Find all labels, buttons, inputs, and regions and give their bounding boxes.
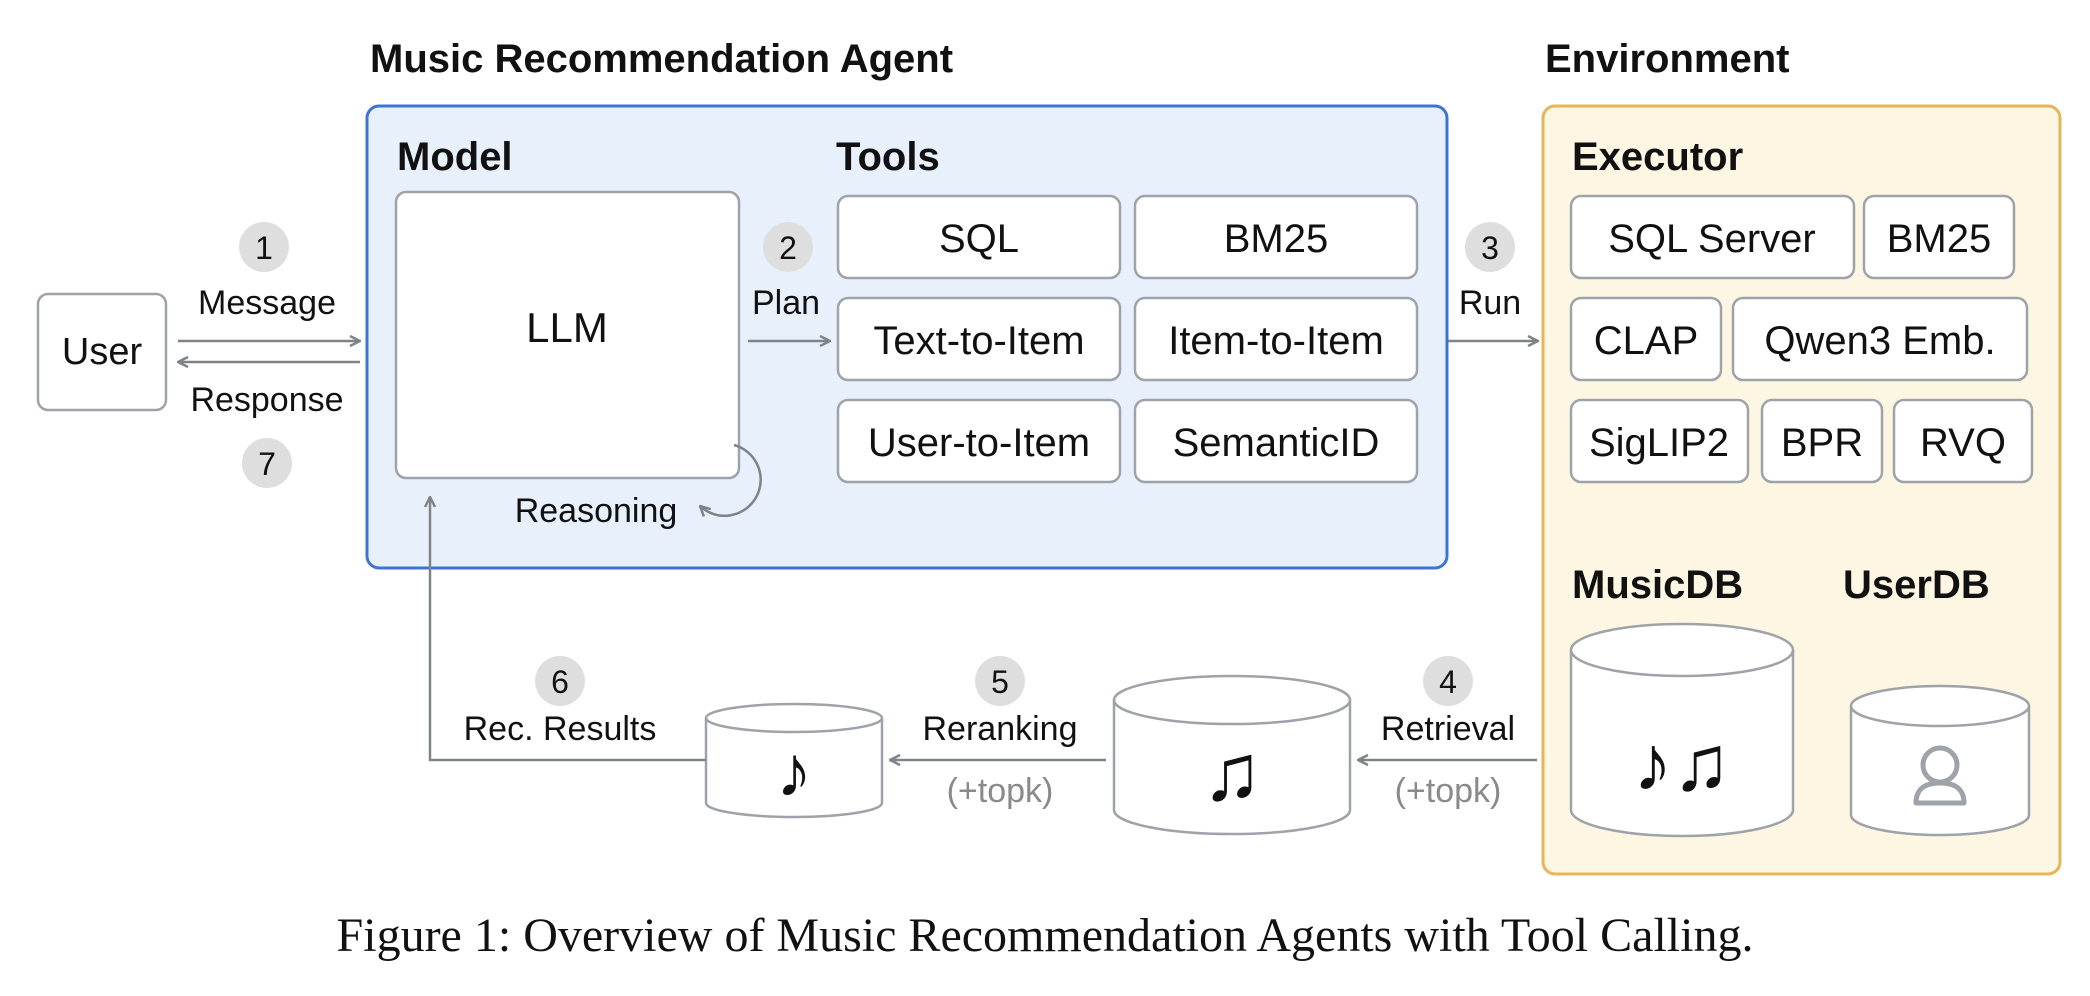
step-7-number: 7 (258, 446, 276, 482)
exec-sql-server-box (1569, 194, 1856, 280)
exec-bm25-box (1862, 194, 2016, 280)
tool-semanticid-box (1133, 398, 1419, 484)
step-5-badge (975, 656, 1025, 706)
exec-qwen3: Qwen3 Emb. (1764, 319, 1995, 363)
step-5-number: 5 (991, 664, 1009, 700)
step-4-label: Retrieval (1381, 710, 1515, 748)
exec-sql-server: SQL Server (1608, 217, 1815, 261)
step-1-label: Message (198, 284, 336, 322)
step-3-label: Run (1459, 284, 1521, 322)
step-6-label: Rec. Results (464, 710, 657, 748)
reasoning-loop-arrow (700, 443, 762, 517)
tool-text-to-item-box (836, 296, 1122, 382)
music-notes-triple-icon: ♪♫ (1633, 719, 1731, 807)
results-arrow (430, 497, 706, 762)
exec-siglip2-box (1569, 398, 1750, 484)
music-notes-double-icon: ♫ (1202, 728, 1262, 817)
exec-bm25: BM25 (1887, 217, 1992, 261)
tools-title: Tools (836, 135, 940, 179)
step-7-label: Response (190, 381, 343, 419)
user-label: User (62, 331, 143, 373)
step-5-sub: (+topk) (947, 772, 1054, 810)
tool-sql: SQL (939, 217, 1019, 261)
step-7-badge (242, 438, 292, 488)
tool-user-to-item: User-to-Item (868, 421, 1090, 465)
executor-title: Executor (1572, 135, 1743, 179)
tool-semanticid: SemanticID (1173, 421, 1380, 465)
exec-rvq-box (1892, 398, 2034, 484)
tools-grid: SQL BM25 Text-to-Item Item-to-Item User-… (836, 194, 1419, 484)
musicdb-cylinder: ♪♫ (1569, 622, 1795, 838)
user-icon (1913, 745, 1967, 806)
step-6-badge (535, 656, 585, 706)
exec-rvq: RVQ (1920, 421, 2006, 465)
step-4-sub: (+topk) (1395, 772, 1502, 810)
tool-item-to-item: Item-to-Item (1168, 319, 1384, 363)
step-6-number: 6 (551, 664, 569, 700)
tool-sql-box (836, 194, 1122, 280)
step-2-label: Plan (752, 284, 820, 322)
exec-qwen3-box (1731, 296, 2029, 382)
step-2-badge (763, 222, 813, 272)
environment-title: Environment (1545, 37, 1789, 81)
user-box (36, 292, 168, 412)
music-note-single-icon: ♪ (776, 732, 812, 812)
step-2-number: 2 (779, 230, 797, 266)
exec-clap-box (1569, 296, 1723, 382)
architecture-diagram: Music Recommendation Agent Environment M… (36, 37, 2062, 876)
tool-text-to-item: Text-to-Item (873, 319, 1084, 363)
retrieved-cylinder: ♫ (1112, 674, 1352, 836)
step-3-number: 3 (1481, 230, 1499, 266)
tool-bm25-box (1133, 194, 1419, 280)
tool-item-to-item-box (1133, 296, 1419, 382)
reranked-cylinder: ♪ (704, 702, 884, 819)
step-4-badge (1423, 656, 1473, 706)
userdb-title: UserDB (1843, 563, 1990, 607)
tool-bm25: BM25 (1224, 217, 1329, 261)
llm-box (394, 190, 741, 480)
exec-siglip2: SigLIP2 (1589, 421, 1729, 465)
musicdb-title: MusicDB (1572, 563, 1743, 607)
exec-clap: CLAP (1594, 319, 1699, 363)
executor-grid: SQL Server BM25 CLAP Qwen3 Emb. SigLIP2 … (1569, 194, 2034, 484)
step-1-badge (239, 222, 289, 272)
step-1-number: 1 (255, 230, 273, 266)
model-title: Model (397, 135, 513, 179)
llm-label: LLM (526, 304, 608, 351)
step-4-number: 4 (1439, 664, 1457, 700)
tool-user-to-item-box (836, 398, 1122, 484)
reasoning-label: Reasoning (515, 492, 678, 530)
exec-bpr: BPR (1781, 421, 1863, 465)
step-3-badge (1465, 222, 1515, 272)
exec-bpr-box (1760, 398, 1884, 484)
step-5-label: Reranking (923, 710, 1078, 748)
figure-caption: Figure 1: Overview of Music Recommendati… (336, 909, 1754, 962)
agent-title: Music Recommendation Agent (370, 37, 953, 81)
userdb-cylinder (1849, 684, 2031, 837)
